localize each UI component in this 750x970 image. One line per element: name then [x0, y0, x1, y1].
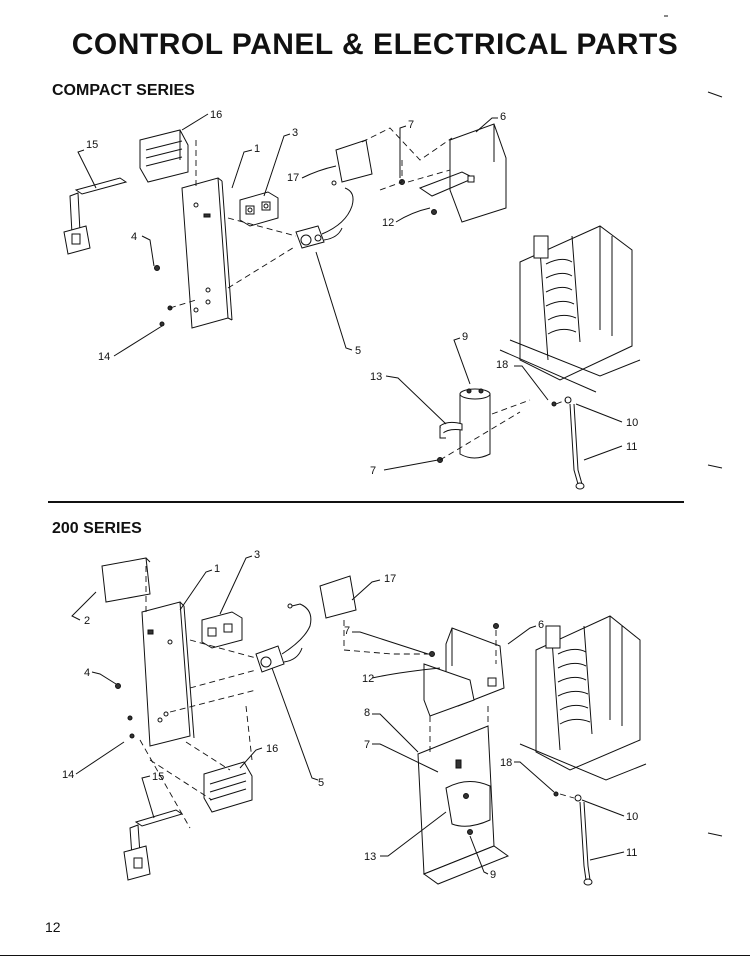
page-number: 12 — [45, 919, 61, 935]
callout-5: 5 — [355, 345, 361, 357]
callout-1: 1 — [254, 143, 260, 155]
margin-marks — [664, 15, 723, 837]
series-200-assembly-lines — [139, 566, 575, 829]
callout-5-200: 5 — [318, 777, 324, 789]
terminal-block-16 — [139, 129, 189, 183]
series-200-leader-lines — [71, 555, 625, 875]
compact-callout-labels: 16 15 1 3 7 6 17 12 4 14 5 9 18 13 10 11… — [86, 109, 638, 477]
section-divider — [48, 501, 684, 503]
callout-4-200: 4 — [84, 667, 90, 679]
callout-2-200: 2 — [84, 615, 90, 627]
compact-series-drawing: 16 15 1 3 7 6 17 12 4 14 5 9 18 13 10 11… — [63, 109, 641, 490]
support-bracket-6 — [418, 123, 507, 223]
coil-assembly-200 — [519, 615, 647, 781]
cover-2 — [101, 557, 151, 603]
callout-11-200: 11 — [626, 847, 637, 859]
callout-18-200: 18 — [500, 757, 512, 769]
callout-6: 6 — [500, 111, 506, 123]
callout-13: 13 — [370, 371, 382, 383]
callout-13-200: 13 — [364, 851, 376, 863]
callout-9-200: 9 — [490, 869, 496, 881]
relay-3-200 — [201, 611, 243, 649]
callout-11: 11 — [626, 441, 637, 453]
panel-8 — [417, 725, 510, 885]
series-200-drawing: 3 1 2 17 7 6 4 12 8 7 16 14 5 15 18 10 1… — [62, 549, 647, 886]
bracket-15-200 — [123, 809, 184, 881]
switch-5 — [295, 180, 354, 249]
screws-200 — [115, 623, 559, 797]
series-200-callout-labels: 3 1 2 17 7 6 4 12 8 7 16 14 5 15 18 10 1… — [62, 549, 638, 881]
callout-17-200: 17 — [384, 573, 396, 585]
bracket-15 — [63, 177, 128, 255]
callout-17: 17 — [287, 172, 299, 184]
page-bottom-rule — [0, 955, 750, 956]
callout-14: 14 — [98, 351, 110, 363]
callout-16: 16 — [210, 109, 222, 121]
control-panel-1 — [181, 177, 233, 329]
callout-8-200: 8 — [364, 707, 370, 719]
callout-7-upper-200: 7 — [344, 625, 350, 637]
compact-leader-lines — [77, 113, 623, 471]
callout-10: 10 — [626, 417, 638, 429]
callout-7-top: 7 — [408, 119, 414, 131]
switch-5-200 — [255, 603, 312, 673]
callout-9: 9 — [462, 331, 468, 343]
callout-7-bottom: 7 — [370, 465, 376, 477]
callout-12-200: 12 — [362, 673, 374, 685]
callout-15-200: 15 — [152, 771, 164, 783]
callout-7-lower-200: 7 — [364, 739, 370, 751]
callout-3-200: 3 — [254, 549, 260, 561]
callout-12: 12 — [382, 217, 394, 229]
relay-3 — [239, 191, 279, 227]
callout-4: 4 — [131, 231, 137, 243]
wiring-diagram-17-200 — [319, 575, 357, 619]
capacitor-9 — [439, 388, 491, 459]
section-title-200-series: 200 SERIES — [52, 520, 142, 537]
control-panel-1-200 — [141, 601, 195, 747]
page-title: CONTROL PANEL & ELECTRICAL PARTS — [71, 28, 679, 61]
callout-18: 18 — [496, 359, 508, 371]
section-title-compact: COMPACT SERIES — [52, 82, 195, 99]
thermistor-10-11 — [564, 396, 585, 490]
support-bracket-6-200 — [423, 627, 505, 717]
callout-14-200: 14 — [62, 769, 74, 781]
callout-3: 3 — [292, 127, 298, 139]
callout-16-200: 16 — [266, 743, 278, 755]
thermistor-10-11-200 — [574, 794, 593, 886]
callout-15: 15 — [86, 139, 98, 151]
coil-assembly-compact — [499, 225, 641, 393]
compact-assembly-lines — [169, 127, 567, 461]
callout-6-200: 6 — [538, 619, 544, 631]
wiring-diagram-17 — [335, 139, 373, 183]
callout-1-200: 1 — [214, 563, 220, 575]
terminal-block-16-200 — [203, 761, 253, 813]
callout-10-200: 10 — [626, 811, 638, 823]
